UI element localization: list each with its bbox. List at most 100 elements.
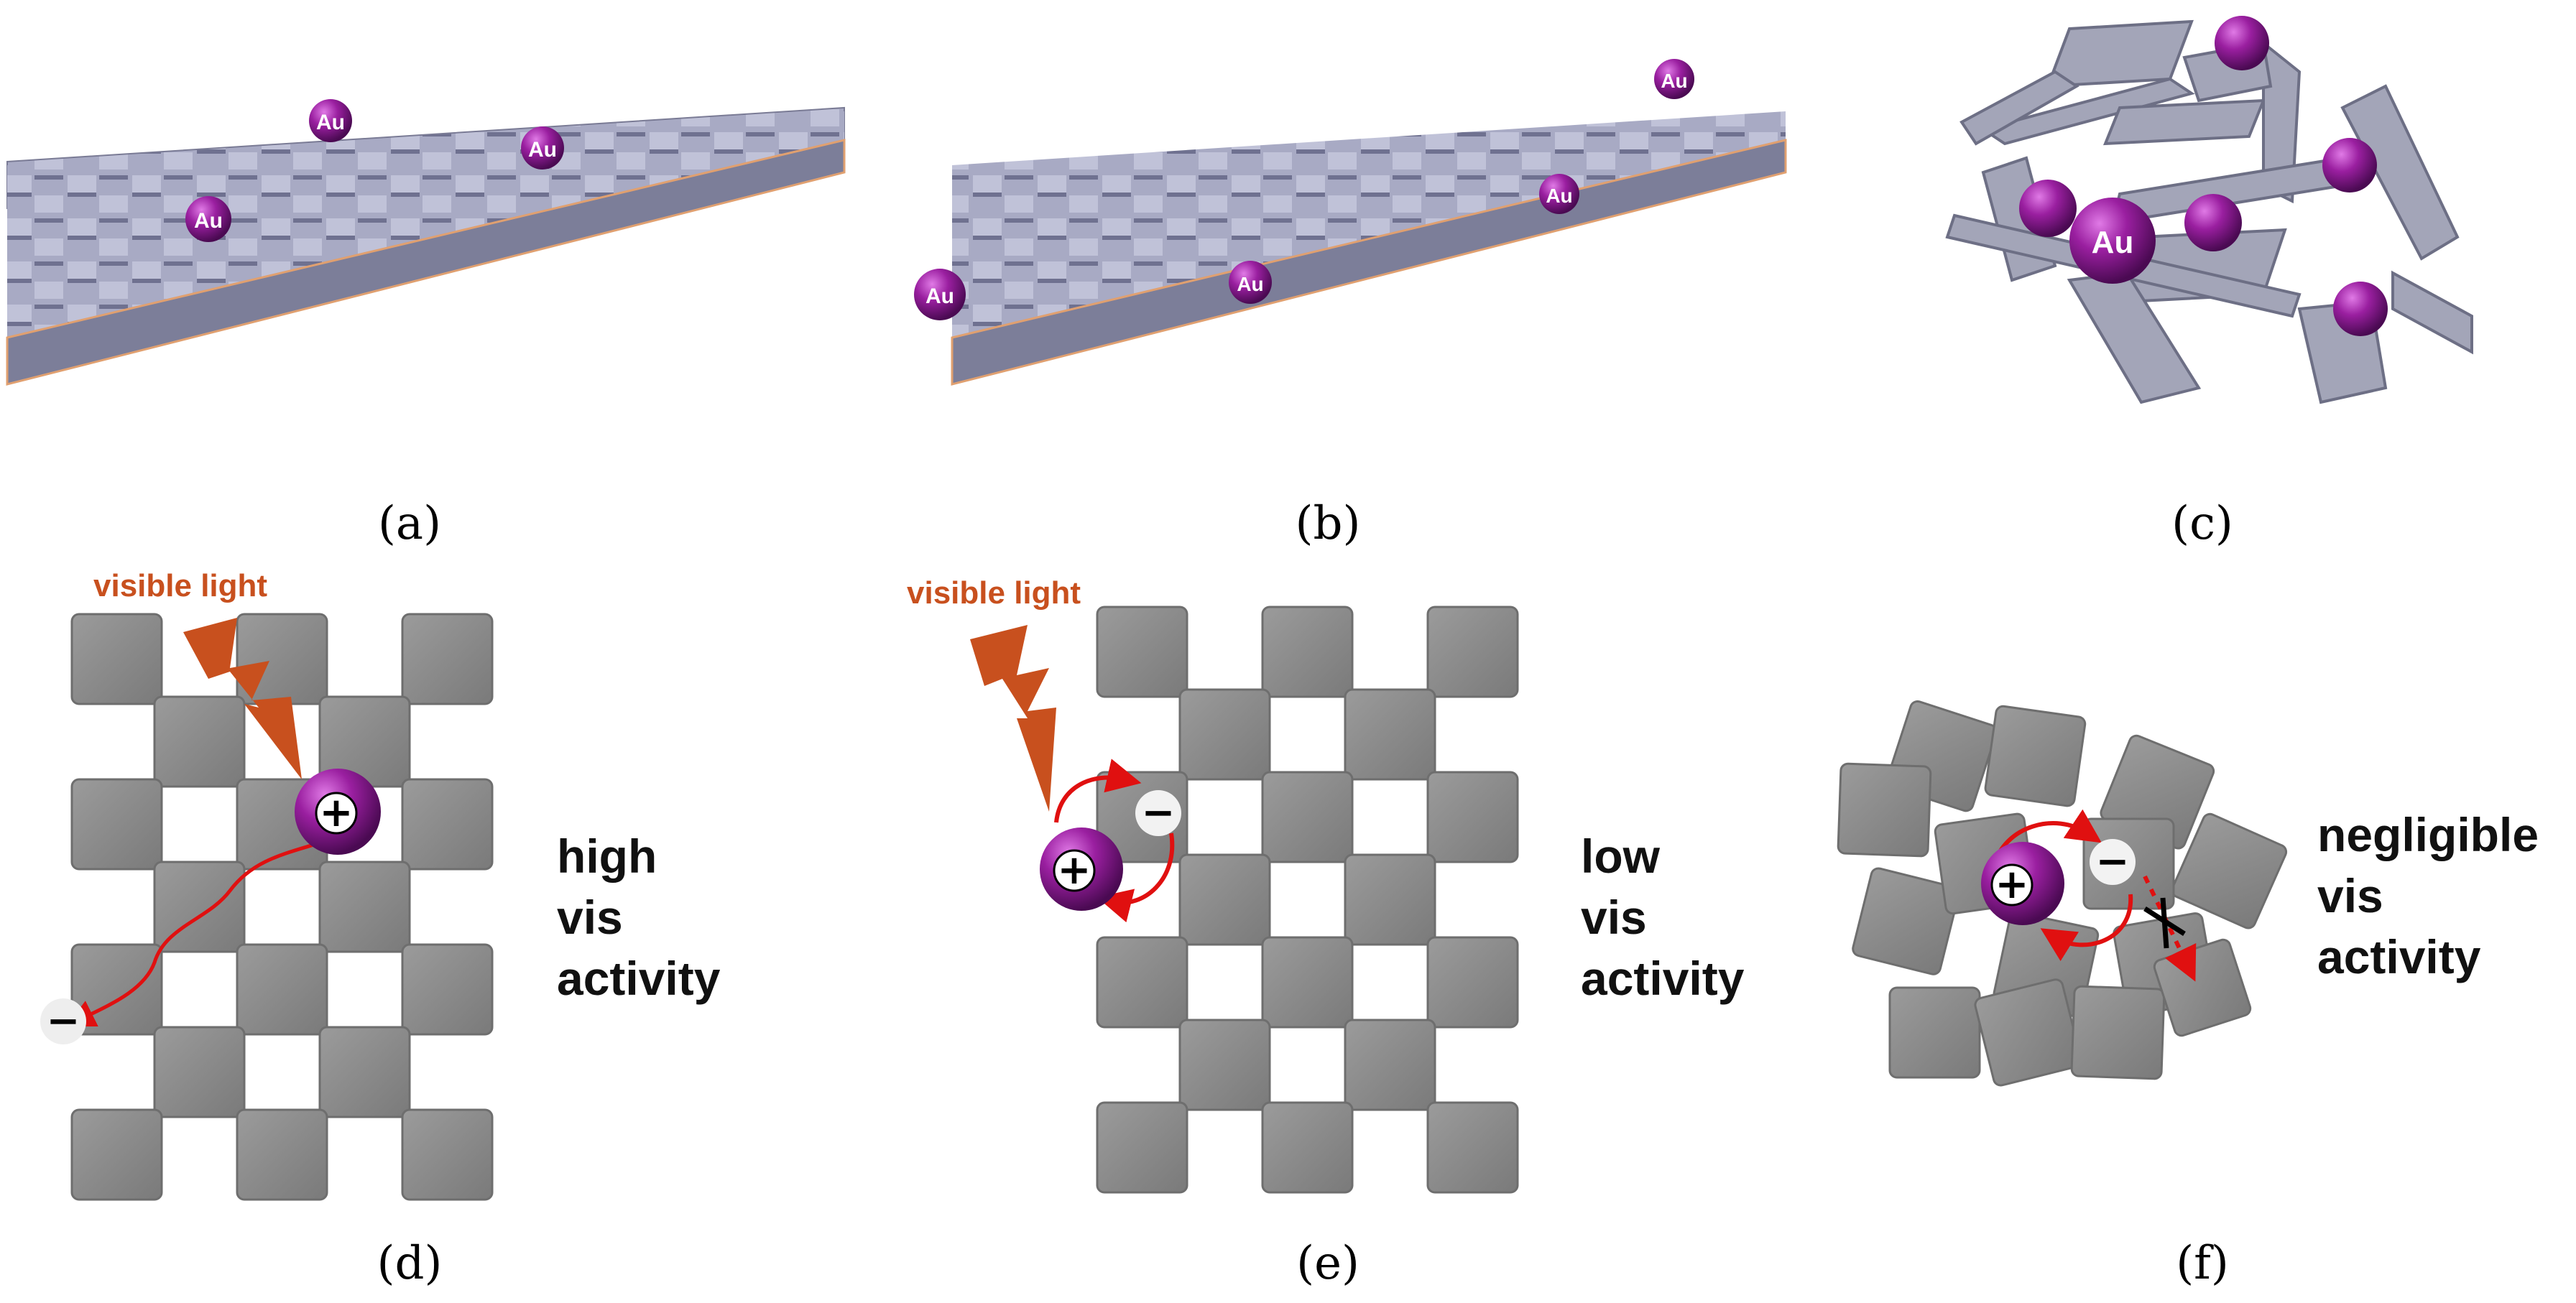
tile: [1261, 606, 1354, 698]
tile: [401, 943, 494, 1036]
activity-line-2: vis: [557, 891, 623, 944]
tile: [401, 778, 494, 871]
flake: [2102, 98, 2266, 146]
tile: [1344, 1019, 1436, 1111]
au-label: Au: [925, 284, 954, 308]
panel-label-c: (c): [2171, 497, 2233, 550]
activity-line-2: vis: [1581, 891, 1647, 944]
tile: [1344, 688, 1436, 781]
panel-label-d: (d): [377, 1237, 443, 1290]
tile: [1426, 936, 1519, 1029]
panel-e-checkerboard: [1096, 606, 1519, 1194]
slab-side: [6, 139, 846, 386]
panel-f-activity: negligible vis activity: [2317, 808, 2539, 983]
au-particle: [2322, 138, 2377, 193]
minus-sign: −: [1142, 789, 1176, 836]
tile: [236, 1108, 328, 1201]
flake: [2391, 270, 2473, 355]
panel-f-disordered-tiles: [1837, 700, 2288, 1087]
minus-sign: −: [47, 998, 80, 1044]
tile: [70, 778, 163, 871]
tile: [318, 861, 411, 953]
tile: [1852, 867, 1960, 975]
panel-e-hole: +: [1040, 827, 1123, 911]
flake: [1980, 77, 2195, 146]
back-transfer-arrow: [1097, 833, 1175, 923]
au-particle: Au: [1654, 59, 1694, 99]
au-particle: [2215, 16, 2269, 70]
tile: [2171, 812, 2288, 929]
tile: [1261, 771, 1354, 863]
light-label: visible light: [907, 575, 1081, 611]
tile: [1096, 936, 1188, 1029]
tile: [153, 695, 246, 788]
tile: [318, 1026, 411, 1118]
panel-a-slab: [6, 106, 846, 386]
tile: [1426, 771, 1519, 863]
au-particle: [2333, 282, 2388, 336]
activity-line-3: activity: [557, 952, 721, 1005]
tile: [1261, 1101, 1354, 1194]
light-label: visible light: [93, 568, 267, 603]
panel-e-electron-path: [1054, 759, 1175, 923]
au-particle: Au: [185, 196, 231, 242]
tile: [401, 1108, 494, 1201]
au-particle: Au: [2069, 198, 2156, 284]
tile: [1974, 978, 2082, 1087]
tile: [1837, 762, 1932, 858]
flake: [2262, 40, 2302, 204]
panel-d-activity: high vis activity: [557, 830, 721, 1005]
tile: [1261, 936, 1354, 1029]
panel-d-light: visible light: [93, 568, 302, 779]
panel-f-hole: +: [1981, 842, 2064, 925]
au-particle: Au: [1229, 261, 1272, 304]
au-particle: [2019, 180, 2077, 237]
tile: [1096, 606, 1188, 698]
au-particle: [2184, 194, 2242, 251]
tile: [1888, 986, 1981, 1079]
panel-d-hole: +: [295, 769, 381, 855]
au-label: Au: [1237, 273, 1263, 295]
panel-e-activity: low vis activity: [1581, 830, 1745, 1005]
panel-label-b: (b): [1296, 497, 1361, 550]
panel-d-electron: −: [40, 998, 86, 1044]
tile: [1178, 1019, 1271, 1111]
tile: [1984, 705, 2087, 807]
electron-transfer-arrow: [66, 842, 317, 1026]
slab-surface: [952, 111, 1786, 338]
au-label: Au: [194, 209, 223, 233]
slab-surface: [7, 111, 844, 338]
plus-sign: +: [320, 789, 354, 836]
tile: [1426, 1101, 1519, 1194]
tile: [1344, 853, 1436, 946]
minus-sign: −: [2096, 838, 2130, 885]
au-particle: Au: [914, 269, 966, 320]
activity-line-1: negligible: [2317, 808, 2539, 861]
gold-nanoparticles: Au Au Au Au Au Au Au: [185, 16, 2388, 336]
au-label: Au: [528, 138, 557, 162]
panel-label-f: (f): [2176, 1237, 2229, 1290]
panel-label-a: (a): [378, 497, 441, 550]
panel-label-e: (e): [1296, 1237, 1359, 1290]
tile: [153, 1026, 246, 1118]
panel-e-light: visible light: [907, 575, 1081, 812]
au-label: Au: [2092, 225, 2134, 260]
tile: [401, 613, 494, 705]
au-label: Au: [1546, 185, 1572, 207]
tile: [1178, 853, 1271, 946]
plus-sign: +: [1058, 847, 1091, 894]
au-label: Au: [316, 111, 345, 134]
flake: [2046, 19, 2194, 88]
au-label: Au: [1661, 70, 1687, 92]
lightning-bolt-icon: [970, 625, 1056, 812]
tile: [70, 1108, 163, 1201]
activity-line-1: low: [1581, 830, 1661, 883]
tile: [1178, 688, 1271, 781]
flake: [1959, 70, 2079, 146]
lightning-bolt-icon: [183, 618, 302, 779]
tile: [1096, 1101, 1188, 1194]
panel-e-electron: −: [1135, 789, 1181, 836]
back-transfer-arrow: [2040, 894, 2133, 962]
panel-f-electron: −: [2090, 838, 2136, 885]
au-particle: Au: [309, 99, 352, 142]
